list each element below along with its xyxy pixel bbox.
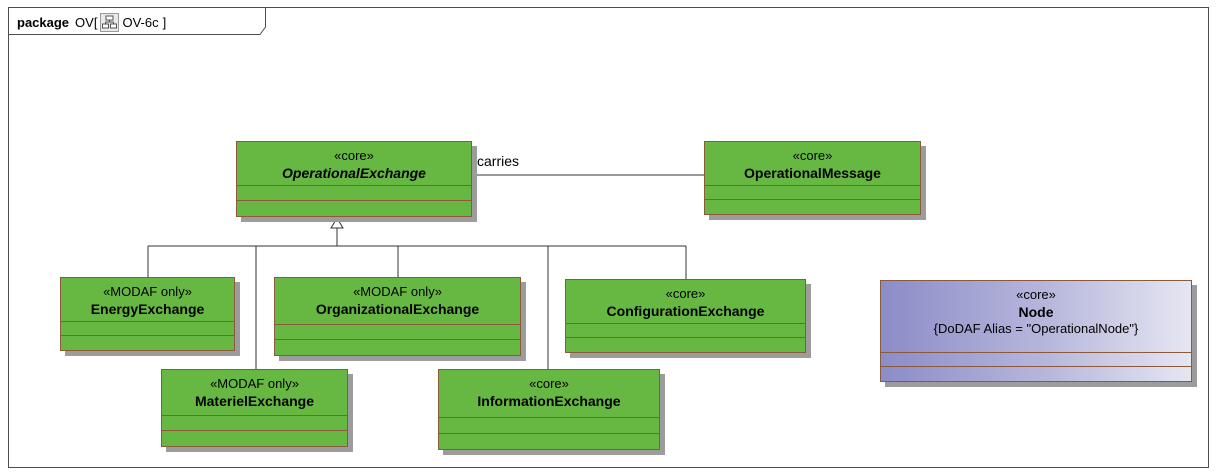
association-label: carries [477,153,520,169]
class-information-exchange[interactable]: «core» InformationExchange [438,369,660,450]
generalization-arrowhead [330,217,344,229]
class-header: «core» InformationExchange [439,370,659,418]
frame-diagram-name: OV-6c [122,15,159,30]
attributes-compartment [162,416,347,431]
class-name: EnergyExchange [90,301,205,317]
operations-compartment [275,340,520,355]
tagged-value: {DoDAF Alias = "OperationalNode"} [933,321,1139,336]
attributes-compartment [237,186,471,201]
class-name: OperationalMessage [744,165,881,181]
class-name: OrganizationalExchange [315,301,480,317]
frame-title: package OV[ OV-6c ] [17,13,166,32]
class-header: «core» ConfigurationExchange [566,280,805,324]
operations-compartment [162,431,347,446]
class-name: MaterielExchange [194,393,315,409]
frame-close-bracket: ] [162,15,167,30]
class-name: OperationalExchange [282,165,426,181]
class-header: «core» OperationalMessage [705,142,920,186]
attributes-compartment [61,322,234,336]
class-header: «MODAF only» OrganizationalExchange [275,278,520,325]
stereotype: «core» [792,148,833,163]
class-header: «core» Node {DoDAF Alias = "OperationalN… [881,281,1191,353]
operations-compartment [881,367,1191,381]
class-name: ConfigurationExchange [606,303,765,319]
class-name: InformationExchange [477,393,621,409]
operations-compartment [61,336,234,350]
attributes-compartment [566,324,805,338]
attributes-compartment [705,186,920,200]
class-operational-message[interactable]: «core» OperationalMessage [704,141,921,215]
attributes-compartment [439,418,659,434]
attributes-compartment [881,353,1191,367]
operations-compartment [439,434,659,450]
operations-compartment [566,338,805,352]
stereotype: «MODAF only» [353,284,442,299]
class-header: «MODAF only» MaterielExchange [162,370,347,416]
operations-compartment [705,200,920,214]
package-frame [8,7,1209,468]
attributes-compartment [275,325,520,340]
stereotype: «MODAF only» [210,376,299,391]
stereotype: «MODAF only» [103,284,192,299]
class-operational-exchange[interactable]: «core» OperationalExchange [236,141,472,217]
frame-tab-outline [8,7,266,35]
class-name: Node [1018,304,1054,320]
stereotype: «core» [665,286,706,301]
stereotype: «core» [1016,287,1056,302]
class-node[interactable]: «core» Node {DoDAF Alias = "OperationalN… [880,280,1192,382]
class-diagram-icon [100,13,120,32]
stereotype: «core» [529,376,569,391]
class-energy-exchange[interactable]: «MODAF only» EnergyExchange [60,277,235,351]
class-header: «MODAF only» EnergyExchange [61,278,234,322]
stereotype: «core» [334,148,374,163]
class-header: «core» OperationalExchange [237,142,471,186]
class-configuration-exchange[interactable]: «core» ConfigurationExchange [565,279,806,353]
class-materiel-exchange[interactable]: «MODAF only» MaterielExchange [161,369,348,447]
frame-package-name: OV[ [75,15,98,30]
operations-compartment [237,201,471,216]
class-organizational-exchange[interactable]: «MODAF only» OrganizationalExchange [274,277,521,356]
frame-kind: package [17,15,70,30]
